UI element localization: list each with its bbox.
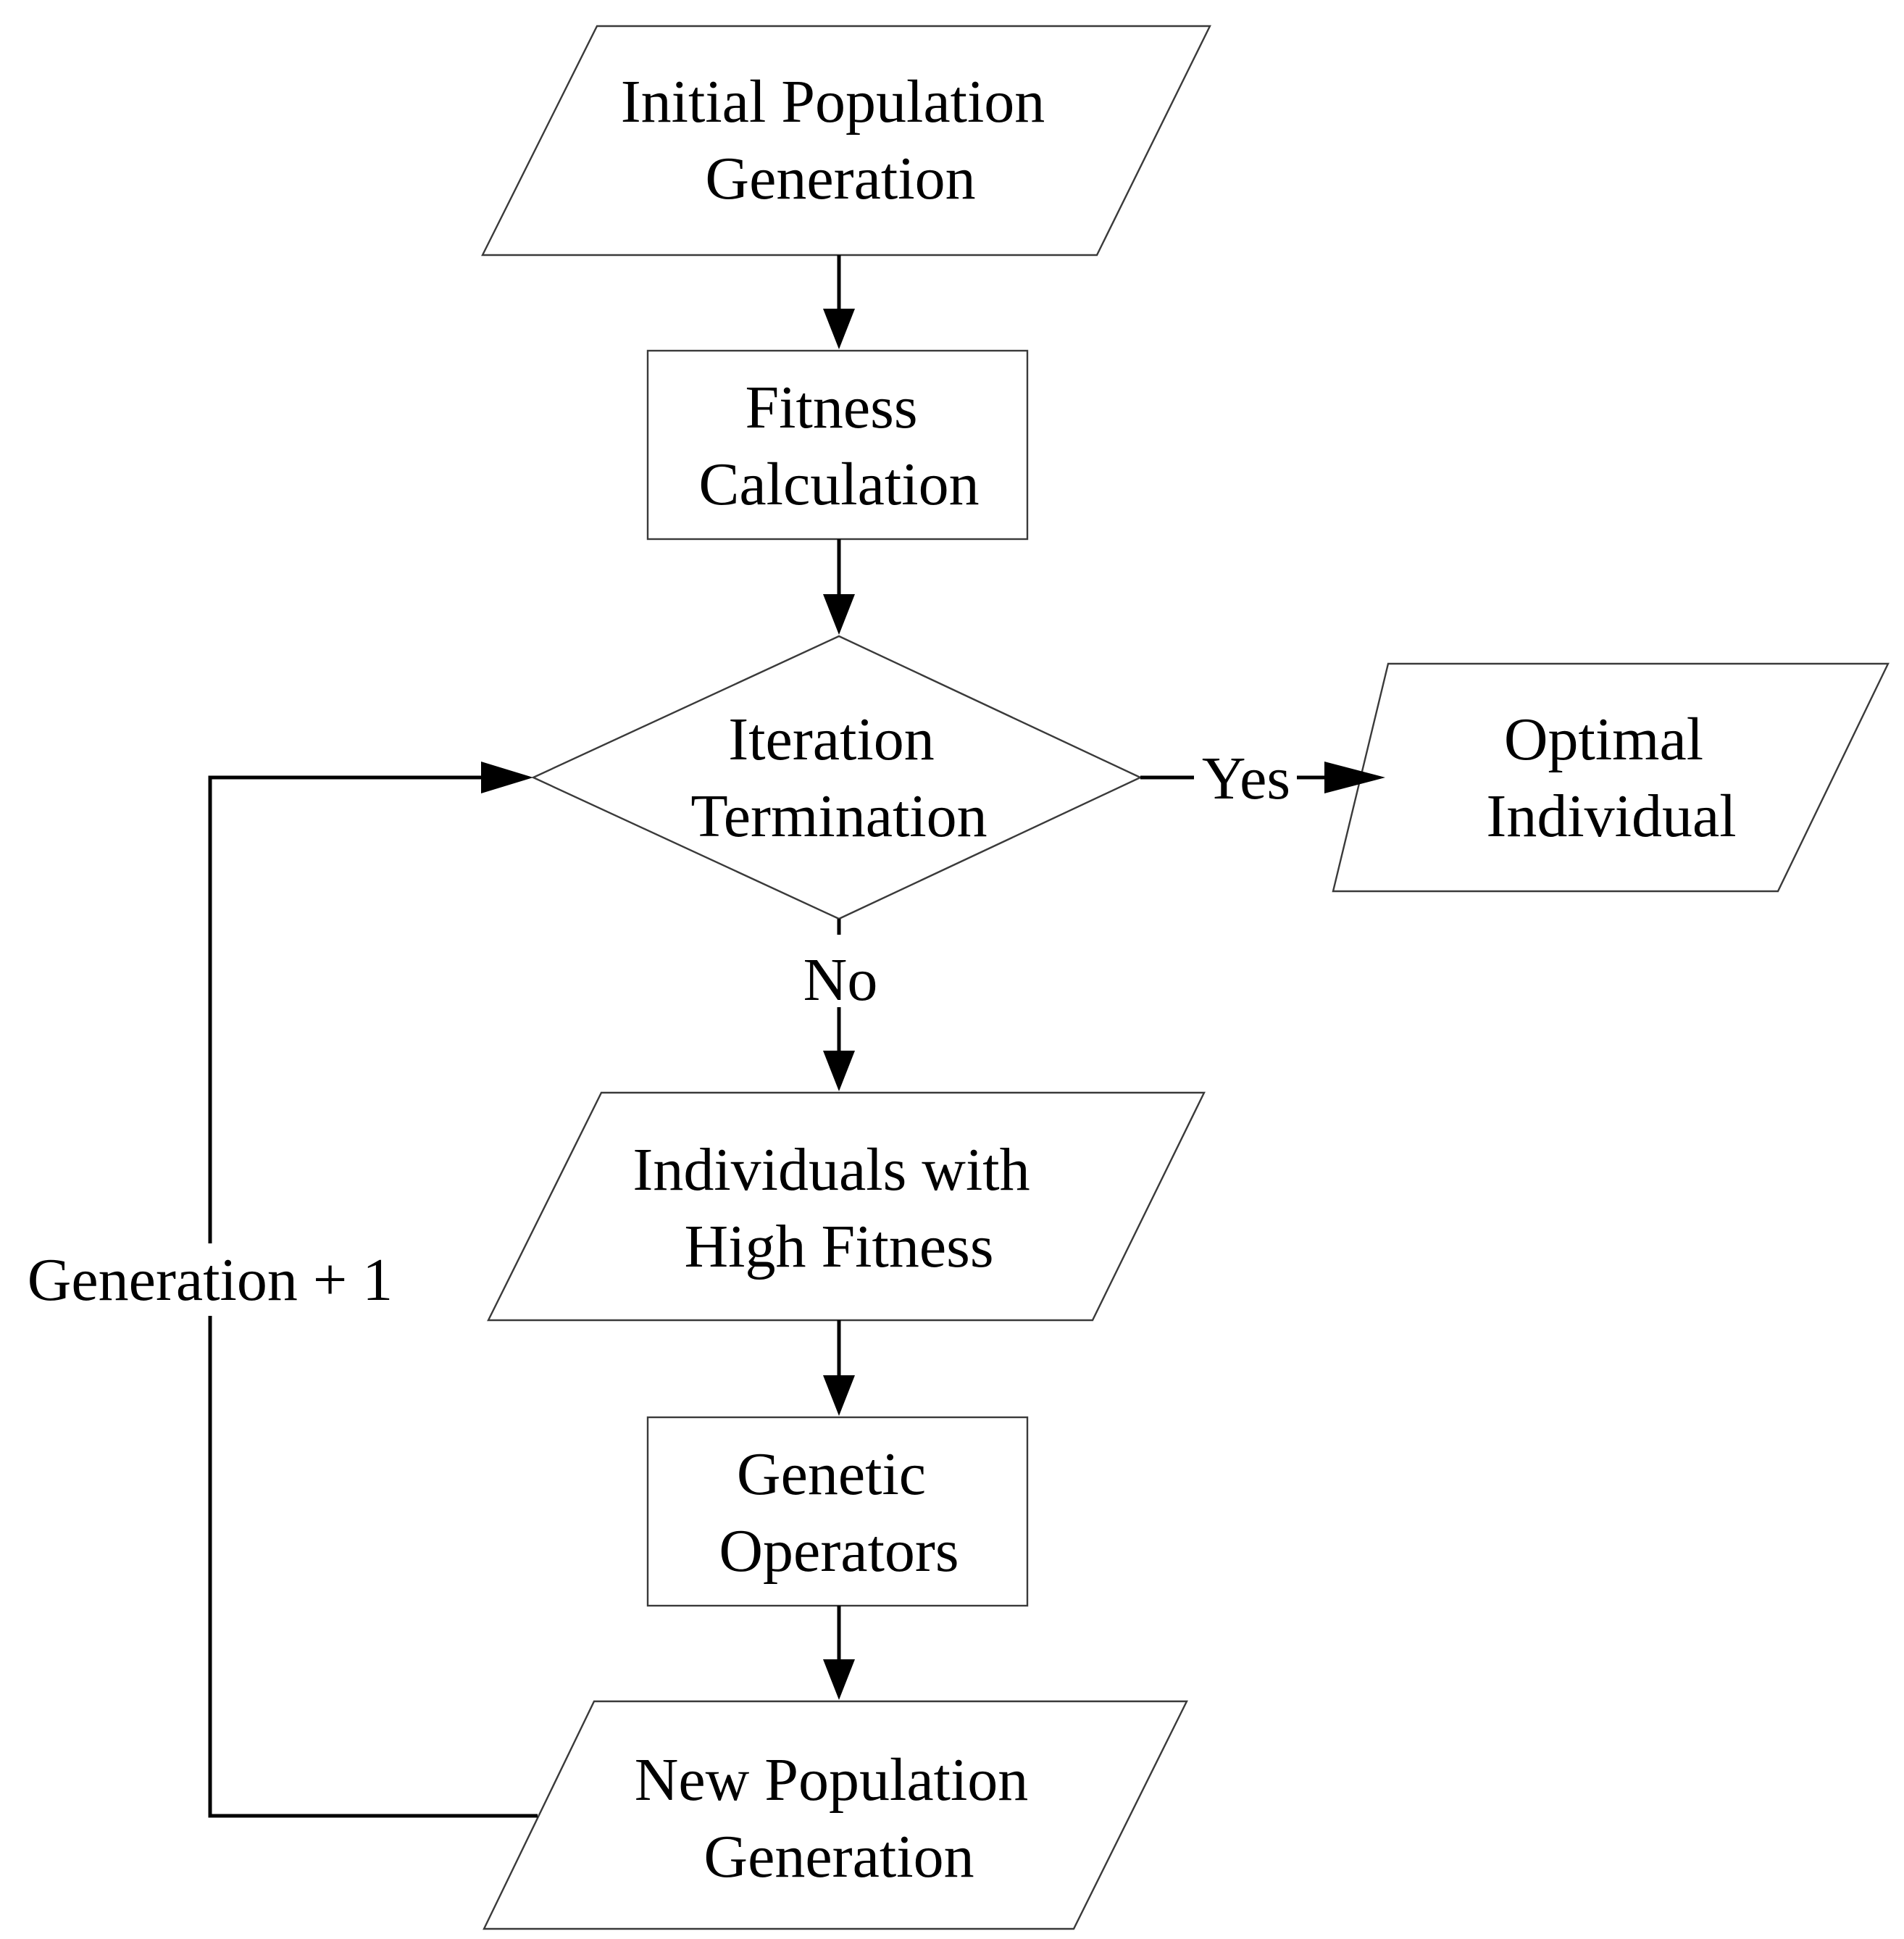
- high-fitness-individuals-label: Individuals with High Fitness: [632, 1136, 1045, 1280]
- fitness-calculation-line-2: Calculation: [698, 451, 979, 518]
- arrow-head-fitness: [823, 309, 855, 349]
- optimal-individual-shape: [1332, 662, 1890, 893]
- arrow-head-loop: [481, 762, 533, 793]
- optimal-individual-line-1: Optimal: [1504, 706, 1703, 773]
- optimal-individual-line-2: Individual: [1486, 783, 1736, 850]
- arrow-head-decision: [823, 594, 855, 635]
- initial-population-line-1: Initial Population: [621, 68, 1045, 135]
- iteration-termination-shape: [531, 635, 1143, 920]
- initial-population-label: Initial Population Generation: [621, 68, 1061, 212]
- arrow-head-new-population: [823, 1659, 855, 1700]
- genetic-operators-line-1: Genetic: [737, 1440, 926, 1508]
- iteration-termination-line-1: Iteration: [728, 706, 935, 773]
- optimal-individual-label: Optimal Individual: [1486, 706, 1736, 850]
- arrow-head-operators: [823, 1375, 855, 1416]
- arrow-head-optimal: [1324, 762, 1385, 793]
- high-fitness-individuals-line-1: Individuals with: [632, 1136, 1030, 1204]
- new-population-line-1: New Population: [635, 1746, 1029, 1814]
- no-label: No: [803, 946, 878, 1014]
- new-population-shape: [483, 1700, 1188, 1930]
- genetic-operators-shape: [646, 1416, 1029, 1607]
- fitness-calculation-label: Fitness Calculation: [698, 374, 979, 518]
- high-fitness-individuals-line-2: High Fitness: [684, 1213, 993, 1280]
- high-fitness-individuals-shape: [487, 1091, 1206, 1322]
- initial-population-shape: [481, 25, 1211, 257]
- yes-label: Yes: [1202, 745, 1290, 812]
- new-population-label: New Population Generation: [635, 1746, 1044, 1890]
- no-label-bg: [797, 935, 881, 1007]
- initial-population-line-2: Generation: [705, 145, 975, 212]
- iteration-termination-line-2: Termination: [690, 783, 987, 850]
- fitness-calculation-shape: [646, 349, 1029, 541]
- genetic-operators-label: Genetic Operators: [719, 1440, 959, 1585]
- loop-label-bg: [14, 1243, 406, 1316]
- genetic-operators-line-2: Operators: [719, 1517, 959, 1585]
- new-population-line-2: Generation: [703, 1823, 974, 1890]
- fitness-calculation-line-1: Fitness: [745, 374, 917, 441]
- iteration-termination-label: Iteration Termination: [690, 706, 987, 850]
- loop-label: Generation + 1: [28, 1246, 393, 1314]
- yes-label-bg: [1194, 746, 1297, 809]
- arrow-head-high-fitness: [823, 1051, 855, 1091]
